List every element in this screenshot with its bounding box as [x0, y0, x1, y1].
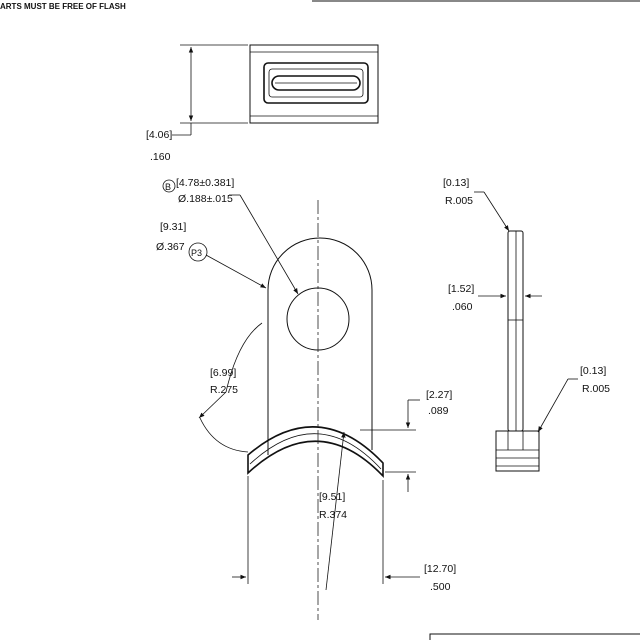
bend-radius-dimension: [6.99] R.275	[198, 322, 263, 453]
top-radius-in-label: R.005	[445, 195, 473, 207]
top-radius-dimension: [0.13] R.005	[443, 177, 510, 232]
hole-mm-label: [4.78±0.381]	[176, 177, 234, 189]
depth-dimension: [2.27] .089	[360, 389, 452, 492]
curve-radius-dimension: [9.51] R.374	[319, 431, 347, 591]
thickness-in-label: .060	[452, 301, 473, 313]
height-in-label: .160	[150, 151, 171, 163]
outer-callout-label: P3	[191, 248, 202, 258]
bend-radius-in-label: R.275	[210, 384, 238, 396]
curve-radius-in-label: R.374	[319, 509, 347, 521]
bottom-radius-in-label: R.005	[582, 383, 610, 395]
width-in-label: .500	[430, 581, 451, 593]
outer-dimension: [9.31] Ø.367 P3	[156, 221, 267, 289]
outer-mm-label: [9.31]	[160, 221, 186, 233]
width-mm-label: [12.70]	[424, 563, 456, 575]
height-dimension: [4.06] .160	[146, 44, 248, 163]
hole-in-label: Ø.188±.015	[178, 193, 233, 205]
top-view	[249, 44, 379, 124]
hole-dimension: B [4.78±0.381] Ø.188±.015	[162, 177, 299, 295]
title-block-bottom-line	[429, 633, 640, 640]
thickness-mm-label: [1.52]	[448, 283, 474, 295]
bottom-radius-mm-label: [0.13]	[580, 365, 606, 377]
depth-in-label: .089	[428, 405, 449, 417]
bend-radius-mm-label: [6.99]	[210, 367, 236, 379]
flash-note: ARTS MUST BE FREE OF FLASH	[0, 2, 126, 11]
hole-callout-label: B	[165, 182, 171, 192]
curve-radius-mm-label: [9.51]	[319, 491, 345, 503]
thickness-dimension: [1.52] .060	[448, 283, 542, 313]
depth-mm-label: [2.27]	[426, 389, 452, 401]
outer-in-label: Ø.367	[156, 241, 185, 253]
width-dimension: [12.70] .500	[232, 476, 456, 593]
front-view	[247, 237, 384, 478]
bottom-radius-dimension: [0.13] R.005	[537, 365, 610, 433]
height-mm-label: [4.06]	[146, 129, 172, 141]
side-view	[495, 230, 540, 472]
top-radius-mm-label: [0.13]	[443, 177, 469, 189]
